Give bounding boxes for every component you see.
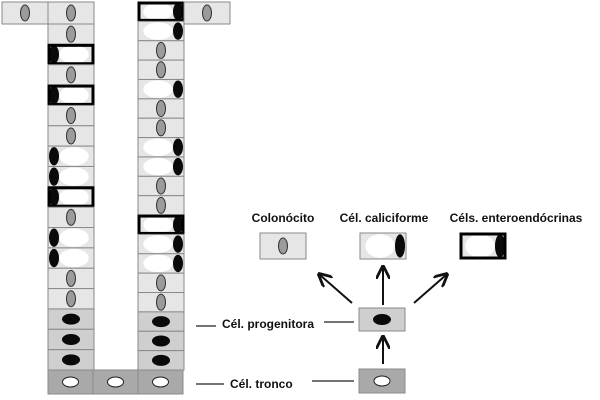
- colonocyte-label: Colonócito: [252, 211, 315, 225]
- progenitor-cell-label: Cél. progenitora: [222, 317, 314, 331]
- progenitor-cell: [137, 330, 185, 352]
- colonocyte-cell: [137, 175, 185, 197]
- stem-cell: [92, 369, 139, 395]
- colonocyte-cell: [259, 232, 307, 260]
- cell-lineage-legend: Colonócito Cél. caliciforme Céls. entero…: [196, 211, 583, 394]
- goblet-cell: [137, 137, 185, 158]
- colonocyte-cell: [183, 1, 231, 25]
- goblet-cell: [359, 232, 407, 260]
- stem-cell: [47, 369, 94, 395]
- colonocyte-cell: [47, 267, 95, 290]
- progenitor-cell: [47, 308, 95, 330]
- goblet-cell-label: Cél. caliciforme: [340, 211, 429, 225]
- goblet-cell: [47, 145, 95, 167]
- stem-cell-label: Cél. tronco: [230, 377, 293, 391]
- colonocyte-cell: [137, 195, 185, 216]
- goblet-cell: [137, 20, 185, 42]
- enteroendocrine-cells-label: Céls. enteroendócrinas: [450, 211, 583, 225]
- goblet-cell: [137, 253, 185, 274]
- colonocyte-cell: [1, 1, 49, 25]
- colonocyte-cell: [47, 64, 95, 86]
- colonic-crypt: [1, 1, 231, 395]
- colonocyte-cell: [137, 98, 185, 119]
- progenitor-cell: [47, 349, 95, 371]
- colonocyte-cell: [137, 117, 185, 139]
- stem-cell: [358, 368, 406, 394]
- colonocyte-cell: [47, 1, 95, 25]
- stem-cell: [137, 369, 184, 395]
- colonocyte-cell: [47, 206, 95, 229]
- enteroendocrine-cell: [137, 1, 185, 22]
- arrow-progenitor-to-colonocyte: [320, 275, 353, 304]
- progenitor-cell: [137, 350, 185, 371]
- goblet-cell: [137, 233, 185, 255]
- enteroendocrine-cell: [47, 43, 95, 66]
- colonocyte-cell: [47, 104, 95, 127]
- colonocyte-cell: [47, 288, 95, 310]
- enteroendocrine-cell: [137, 214, 185, 235]
- goblet-cell: [137, 78, 185, 100]
- colonocyte-cell: [137, 59, 185, 80]
- colonocyte-cell: [137, 40, 185, 61]
- goblet-cell: [47, 227, 95, 249]
- goblet-cell: [47, 247, 95, 269]
- progenitor-cell: [47, 328, 95, 351]
- colonocyte-cell: [47, 23, 95, 45]
- enteroendocrine-cell: [459, 232, 507, 260]
- progenitor-cell: [358, 307, 406, 332]
- colonocyte-cell: [47, 125, 95, 147]
- colonocyte-cell: [137, 292, 185, 313]
- colonocyte-cell: [137, 272, 185, 294]
- enteroendocrine-cell: [47, 84, 95, 106]
- progenitor-cell: [137, 311, 185, 332]
- arrow-progenitor-to-enteroendocrine: [413, 275, 446, 304]
- goblet-cell: [137, 156, 185, 177]
- enteroendocrine-cell: [47, 186, 95, 208]
- goblet-cell: [47, 165, 95, 188]
